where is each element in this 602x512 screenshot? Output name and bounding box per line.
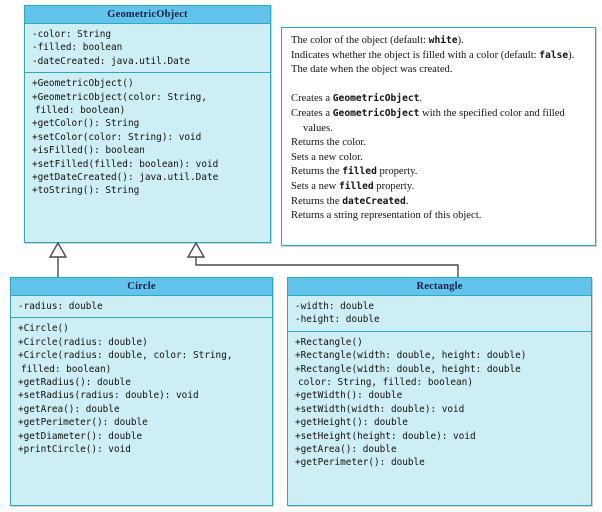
circle-inheritance-arrow [48,241,68,277]
annotation-text: Indicates whether the object is filled w… [291,49,540,61]
annotation-text: Returns a string representation of this … [291,210,482,222]
annotation-line: The date when the object was created. [291,63,587,78]
annotation-line: Returns the color. [291,136,587,151]
annotation-line: values. [291,122,587,137]
rectangle-method: +Rectangle(width: double, height: double [295,363,521,375]
annotation-text: Creates a [291,93,333,105]
annotation-line: Creates a GeometricObject with the speci… [291,107,587,122]
geometricobject-method: +toString(): String [32,185,140,197]
circle-method: +getDiameter(): double [18,430,143,442]
rectangle-method: +getPerimeter(): double [295,457,425,469]
class-title-geometricobject: GeometricObject [25,6,270,24]
annotation-text: with the specified color and filled [419,107,565,119]
annotation-text: The date when the object was created. [291,64,453,76]
annotation-line [291,78,587,93]
annotation-text: property. [376,166,418,178]
rectangle-generalization-triangle [186,241,206,258]
rectangle-connector-line [195,256,459,277]
circle-field: -radius: double [18,301,103,312]
geometricobject-method: +isFilled(): boolean [32,145,145,157]
class-title-circle: Circle [11,278,272,296]
annotation-line: Returns the filled property. [291,165,587,180]
geometricobject-field: -dateCreated: java.util.Date [32,55,191,67]
geometricobject-method: +getDateCreated(): java.util.Date [32,172,219,184]
annotation-text: . [405,195,409,207]
circle-method: +Circle() [18,323,69,335]
circle-generalization-triangle [48,241,68,258]
rectangle-method: +getArea(): double [295,444,397,456]
annotation-text: property. [373,180,415,192]
annotation-text: Sets a new [291,180,339,192]
rectangle-method: +setWidth(width: double): void [295,403,465,415]
annotation-text: values. [303,122,333,134]
class-methods-geometricobject: +GeometricObject()+GeometricObject(color… [25,72,270,202]
rectangle-method: +getWidth(): double [295,390,403,402]
annotation-code-token: false [539,49,569,61]
annotation-code-token: white [428,35,458,46]
annotation-text: Returns the [291,195,343,207]
geometricobject-method: filled: boolean) [35,105,126,117]
annotation-code-token: GeometricObject [332,93,420,105]
annotation-line: Sets a new filled property. [291,180,587,195]
class-methods-circle: +Circle()+Circle(radius: double) +Circle(… [11,317,272,460]
geometricobject-method: +GeometricObject() [32,78,134,90]
annotation-text: . [419,93,423,105]
annotation-code-token: GeometricObject [332,107,420,119]
class-box-circle[interactable]: Circle -radius: double +Circle()+Circle(… [10,277,273,506]
rectangle-inheritance-arrow [186,241,459,277]
annotation-line: Returns a string representation of this … [291,209,587,224]
annotation-text: ). [457,35,464,46]
annotation-line: Returns the dateCreated. [291,195,587,210]
circle-method: +getRadius(): double [18,377,131,389]
class-fields-circle: -radius: double [11,296,272,317]
class-box-rectangle[interactable]: Rectangle -width: double-height: double … [287,277,592,506]
annotation-text: The color of the object (default: [291,35,429,46]
class-box-geometricobject[interactable]: GeometricObject -color: String -filled: b… [24,5,271,243]
annotation-text: Returns the [291,166,343,178]
circle-method: +Circle(radius: double) [18,336,148,348]
annotation-line: The color of the object (default: white)… [291,34,587,49]
circle-method: +getArea(): double [18,403,120,415]
geometricobject-field: -color: String [32,29,112,40]
rectangle-method: color: String, filled: boolean) [298,377,473,389]
annotation-line: Creates a GeometricObject. [291,92,587,107]
circle-method: +Circle(radius: double, color: String, [18,350,233,362]
annotation-line: Indicates whether the object is filled w… [291,49,587,64]
circle-method: filled: boolean) [21,363,112,375]
rectangle-field: -height: double [295,314,380,326]
annotation-text: Sets a new color. [291,151,363,163]
geometricobject-field: -filled: boolean [32,42,123,54]
circle-method: +setRadius(radius: double): void [18,390,199,402]
annotation-code-token: filled [338,180,374,192]
rectangle-method: +getHeight(): double [295,417,408,429]
annotation-text: Creates a [291,107,333,119]
class-fields-geometricobject: -color: String -filled: boolean-dateCreat… [25,24,270,72]
annotation-code-token: dateCreated [342,195,406,207]
geometricobject-method: +setColor(color: String): void [32,131,202,143]
class-title-rectangle: Rectangle [288,278,591,296]
class-methods-rectangle: +Rectangle() +Rectangle(width: double, he… [288,330,591,474]
rectangle-method: +setHeight(height: double): void [295,430,476,442]
annotation-text: ). [568,49,575,61]
geometricobject-method: +GeometricObject(color: String, [32,91,207,103]
class-fields-rectangle: -width: double -height: double [288,296,591,331]
geometricobject-method: +setFilled(filled: boolean): void [32,158,219,170]
annotation-line: Sets a new color. [291,151,587,166]
annotation-note-box: The color of the object (default: white)… [281,27,596,246]
rectangle-method: +Rectangle() [295,336,363,348]
annotation-code-token: filled [342,166,377,178]
annotation-text: Returns the color. [291,137,367,149]
geometricobject-method: +getColor(): String [32,118,140,130]
circle-method: +printCircle(): void [18,444,131,456]
rectangle-method: +Rectangle(width: double, height: double… [295,350,527,362]
rectangle-field: -width: double [295,301,375,312]
circle-method: +getPerimeter(): double [18,417,148,429]
